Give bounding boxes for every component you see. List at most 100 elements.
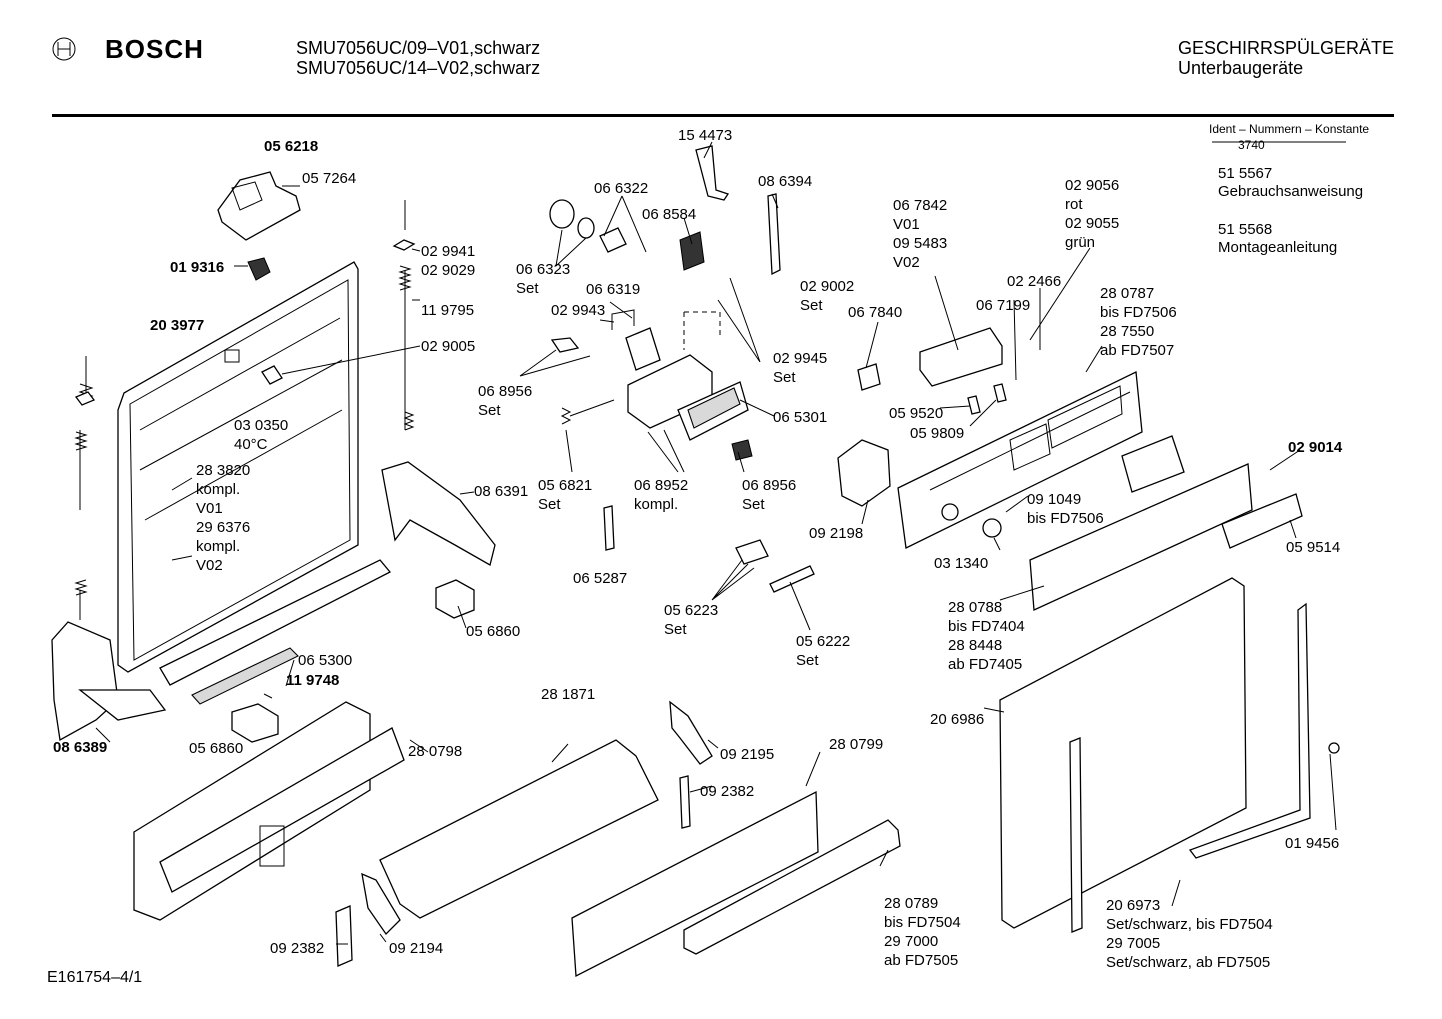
drawing-code: E161754–4/1 (47, 969, 143, 986)
door-latch (218, 172, 300, 240)
spring-056821 (562, 400, 614, 424)
part-label: 06 7199 (976, 297, 1031, 314)
bracket-154473 (696, 146, 728, 200)
part-label: 06 5287 (573, 570, 628, 587)
bosch-logo-icon (53, 38, 75, 60)
part-label: 02 9056 rot 02 9055 grün (1065, 177, 1120, 251)
ident-entry-1-text: Gebrauchsanweisung (1218, 183, 1364, 200)
part-label: 08 6394 (758, 173, 813, 190)
controller-068952 (628, 355, 748, 440)
part-label: 28 0799 (829, 736, 884, 753)
bar-119748 (192, 648, 298, 704)
subcategory-title: Unterbaugeräte (1178, 58, 1304, 78)
bar-280789 (684, 820, 900, 954)
control-panel-280787 (898, 372, 1142, 548)
cover-281871 (380, 740, 658, 918)
ident-entry-2-text: Montageanleitung (1218, 239, 1338, 256)
part-label: 28 3820 kompl. V01 29 6376 kompl. V02 (196, 462, 251, 574)
part-label: 20 3977 (150, 317, 205, 334)
relay-067840 (858, 364, 880, 390)
knob-019316 (248, 258, 270, 280)
part-label: 05 9809 (910, 425, 965, 442)
buttons-059514 (1222, 494, 1302, 548)
trim-280798-inner (160, 728, 404, 892)
part-label: 11 9748 (286, 672, 340, 689)
category-title: GESCHIRRSPÜLGERÄTE (1178, 38, 1395, 58)
part-label: 03 1340 (934, 555, 989, 572)
part-label: 06 5300 (298, 652, 353, 669)
thermostat-030350 (262, 366, 282, 384)
part-label: 28 0798 (408, 743, 463, 760)
ident-entry-2-number: 51 5568 (1218, 221, 1273, 238)
rail-065300 (160, 560, 390, 685)
part-label: 06 7842 V01 09 5483 V02 (893, 197, 948, 271)
plate-066319 (626, 328, 660, 370)
part-label: 06 8956 Set (478, 383, 533, 419)
bracket-092382b (336, 906, 352, 966)
spring-right (394, 200, 414, 430)
part-label: 03 0350 40°C (234, 417, 289, 453)
part-label: 01 9456 (1285, 835, 1340, 852)
timer-092198 (838, 440, 890, 506)
screw-019456 (1329, 743, 1339, 753)
bracket-092194 (362, 874, 400, 934)
part-label: 09 2195 (720, 746, 775, 763)
part-label: 08 6391 (474, 483, 529, 500)
part-label: 09 2382 (700, 783, 755, 800)
part-label: 28 0787 bis FD7506 28 7550 ab FD7507 (1100, 285, 1177, 359)
bracket-092195 (670, 702, 712, 764)
bracket-092382a (680, 776, 690, 828)
part-label: 28 0789 bis FD7504 29 7000 ab FD7505 (884, 895, 961, 969)
part-label: 15 4473 (678, 127, 733, 144)
part-label: 11 9795 (421, 302, 475, 319)
part-066322 (600, 228, 626, 252)
part-label: 09 2382 (270, 940, 325, 957)
trim-280799 (572, 792, 818, 976)
part-label: 06 6322 (594, 180, 649, 197)
sponge-056860a (436, 580, 474, 618)
rail-086394 (768, 194, 780, 274)
ident-entry-1-number: 51 5567 (1218, 165, 1273, 182)
screw-059809 (994, 384, 1006, 402)
part-label: 05 6218 (264, 138, 319, 155)
part-label: 06 8956 Set (742, 477, 797, 513)
part-label: 02 9014 (1288, 439, 1343, 456)
part-label: 06 6323 Set (516, 261, 571, 297)
part-label: 02 9943 (551, 302, 606, 319)
part-label: 05 6223 Set (664, 602, 719, 638)
model-line-1: SMU7056UC/09–V01,schwarz (296, 38, 541, 58)
part-label: 05 6222 Set (796, 633, 851, 669)
header-rule (52, 114, 1394, 117)
bracket-086391 (382, 462, 495, 565)
sponge-056860b (232, 704, 278, 742)
brand-name: BOSCH (105, 34, 204, 64)
part-label: 20 6986 (930, 711, 985, 728)
part-label: 06 6319 (586, 281, 641, 298)
part-label: 20 6973 Set/schwarz, bis FD7504 29 7005 … (1106, 897, 1273, 971)
knob-031340 (983, 519, 1001, 537)
clip-068956b (732, 440, 752, 460)
screw-059520 (968, 396, 980, 414)
pin-065287 (604, 506, 614, 550)
part-label: 05 6860 (189, 740, 244, 757)
part-label: 08 6389 (53, 739, 108, 756)
outer-door-206986 (1000, 578, 1246, 928)
part-label: 05 6860 (466, 623, 521, 640)
part-label: 02 9945 Set (773, 350, 828, 386)
frame-206973 (1070, 604, 1310, 932)
bracket-068584 (680, 232, 704, 270)
part-label: 06 8952 kompl. (634, 477, 689, 513)
pin-056222 (770, 566, 814, 592)
foil-280788 (1030, 464, 1252, 610)
leader-lines (96, 142, 1346, 944)
part-label: 28 0788 bis FD7404 28 8448 ab FD7405 (948, 599, 1025, 673)
spring-left (76, 356, 94, 620)
gasket-066323 (550, 200, 574, 228)
part-label: 06 5301 (773, 409, 828, 426)
disc-056223 (736, 540, 768, 564)
part-label: 05 9520 (889, 405, 944, 422)
part-label: 05 6821 Set (538, 477, 593, 513)
switch-block-067842 (920, 328, 1002, 386)
door-inner-frame (118, 262, 358, 672)
